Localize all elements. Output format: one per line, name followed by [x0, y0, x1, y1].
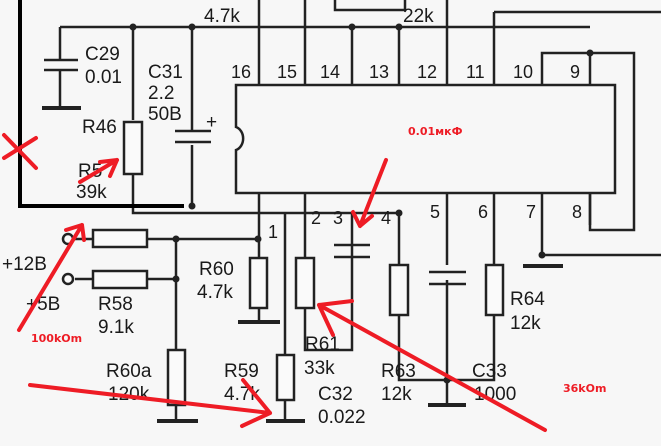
black-cut-border: [18, 0, 184, 208]
pin-label: 14: [320, 62, 340, 82]
left-resistor-annotation: 100kOm: [31, 332, 82, 345]
r63-name: R63: [381, 361, 416, 382]
c31-name: C31: [148, 62, 183, 83]
c31-value: 2.2: [148, 83, 174, 104]
c29-value: 0.01: [85, 67, 122, 88]
c29-name: C29: [85, 44, 120, 65]
supply-12v-label: +12B: [2, 254, 47, 275]
pin-label: 4: [381, 208, 391, 228]
pin-label: 12: [417, 62, 437, 82]
r59-name: R59: [224, 361, 259, 382]
r46-name: R46: [82, 117, 117, 138]
pin-label: 6: [478, 202, 488, 222]
r63-resistor: [388, 263, 410, 317]
r60a-resistor: [157, 348, 198, 423]
cross-mark-icon: [2, 133, 38, 170]
pin-label: 11: [466, 62, 485, 82]
pin-label: 16: [231, 62, 251, 82]
r46-resistor: [122, 120, 144, 176]
r61-resistor: [294, 256, 316, 310]
r5-value: 39k: [76, 182, 107, 203]
r58-resistor: [91, 269, 149, 290]
pin-label: 10: [513, 62, 533, 82]
r63-value: 12k: [381, 384, 412, 405]
right-resistor-annotation: 36kOm: [563, 382, 606, 395]
r61-value: 33k: [304, 358, 335, 379]
r60-resistor: [238, 256, 280, 324]
r-top-left-value: 4.7k: [204, 6, 240, 27]
pin-label: 1: [268, 222, 278, 242]
r64-resistor: [484, 263, 505, 317]
r-top-right-value: 22k: [403, 6, 434, 27]
c32-name: C32: [318, 384, 353, 405]
pin-label: 7: [526, 202, 536, 222]
ic-body: [234, 83, 617, 195]
c33-name: C33: [472, 361, 507, 382]
pin-label: 5: [430, 202, 440, 222]
pin-label: 8: [572, 202, 582, 222]
supply-5v-label: +5B: [26, 294, 60, 315]
r1-resistor: [91, 228, 149, 249]
pin-label: 3: [333, 208, 343, 228]
pin-labels-top: 16 15 14 13 12 11 10 9: [231, 62, 580, 82]
c32-capacitor: [334, 243, 370, 259]
r60a-name: R60a: [106, 361, 152, 382]
junction-dots: [129, 23, 594, 384]
c31-voltage: 50B: [148, 104, 182, 125]
r58-value: 9.1k: [98, 317, 134, 338]
pin-label: 13: [369, 62, 389, 82]
pin-labels-bottom: 1 2 3 4 5 6 7 8: [268, 202, 582, 242]
r64-value: 12k: [510, 313, 541, 334]
c31-polarity: +: [206, 112, 217, 133]
c32-value: 0.022: [318, 407, 366, 428]
r61-name: R61: [305, 334, 340, 355]
c31-capacitor: [175, 129, 211, 144]
annotation-arrows: [17, 158, 547, 432]
r5-name: R5: [78, 161, 102, 182]
r58-name: R58: [98, 294, 133, 315]
c29-capacitor: [42, 58, 81, 110]
r60-value: 4.7k: [197, 282, 233, 303]
c33-value: 1000: [474, 384, 516, 405]
pin-label: 2: [311, 208, 321, 228]
cap-annotation: 0.01мкФ: [408, 125, 463, 138]
r60-name: R60: [199, 259, 234, 280]
pin-label: 15: [277, 62, 297, 82]
pin-label: 9: [570, 62, 580, 82]
r64-name: R64: [510, 289, 545, 310]
c33-capacitor: [428, 270, 466, 407]
r59-resistor: [266, 353, 305, 423]
